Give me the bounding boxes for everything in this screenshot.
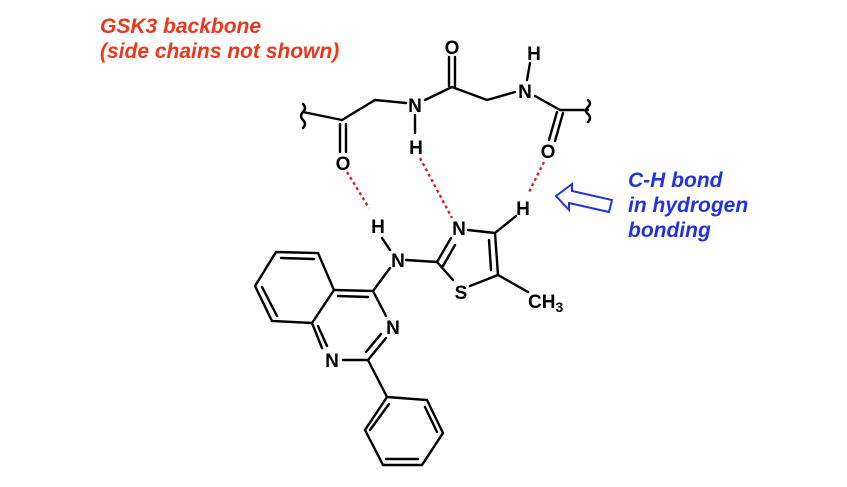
- bond: [380, 236, 392, 252]
- phenyl-ring: [363, 395, 445, 467]
- bond: [450, 85, 489, 102]
- methyl-subscript: 3: [555, 299, 563, 315]
- methyl-ch: CH: [528, 292, 555, 313]
- bond: [371, 289, 388, 318]
- wavy-bond-left: [299, 102, 307, 130]
- hydrogen-bond: [526, 161, 546, 195]
- ch-bond-label-line1: C-H bond: [628, 169, 723, 192]
- bond: [366, 336, 388, 362]
- bond: [404, 258, 439, 264]
- bond: [366, 358, 389, 399]
- bond: [279, 256, 316, 261]
- backbone-label-line2: (side chains not shown): [100, 40, 340, 63]
- bond: [435, 236, 453, 264]
- atom-o: O: [541, 142, 556, 163]
- atom-o: O: [336, 154, 351, 175]
- bond: [332, 288, 375, 293]
- atom-h: H: [527, 44, 541, 65]
- bond: [487, 238, 493, 272]
- atom-n: N: [325, 351, 339, 372]
- bond: [547, 110, 559, 142]
- bond: [533, 94, 562, 112]
- atom-n: N: [391, 251, 405, 272]
- benzo-ring: [253, 250, 336, 325]
- atom-n: N: [518, 82, 532, 103]
- bond: [423, 405, 439, 434]
- bond: [493, 214, 518, 235]
- bond: [441, 243, 457, 268]
- bond: [371, 266, 392, 293]
- bond: [553, 111, 565, 143]
- backbone-atoms: O N H O N H O: [336, 38, 556, 175]
- atom-h: H: [409, 138, 423, 159]
- bond: [496, 273, 530, 294]
- bond: [340, 98, 377, 122]
- methyl-label: CH3: [528, 292, 563, 315]
- atom-n: N: [386, 318, 400, 339]
- atom-h: H: [371, 217, 385, 238]
- atom-o: O: [445, 38, 460, 59]
- atom-s: S: [455, 283, 468, 304]
- bond: [316, 324, 329, 348]
- hydrogen-bonds: [345, 157, 546, 219]
- backbone-bonds: [299, 55, 592, 154]
- bond: [260, 285, 279, 318]
- ligand-bonds: [253, 214, 530, 467]
- ligand-atoms: H N N N N S H CH3: [325, 199, 563, 372]
- bond: [423, 85, 454, 102]
- bond: [435, 260, 455, 282]
- bond: [310, 321, 324, 350]
- bond: [301, 110, 344, 122]
- bond: [493, 231, 500, 277]
- bond: [525, 61, 532, 82]
- ch-bond-label: C-H bond in hydrogen bonding: [628, 168, 748, 243]
- bond: [485, 90, 517, 102]
- ch-bond-label-line3: bonding: [628, 219, 711, 242]
- bond: [468, 273, 500, 288]
- backbone-label-line1: GSK3 backbone: [100, 15, 262, 38]
- bond: [373, 98, 408, 105]
- arrow-left-icon: [554, 182, 614, 214]
- hydrogen-bond: [418, 157, 454, 219]
- ch-bond-label-line2: in hydrogen: [628, 194, 749, 217]
- bond: [368, 402, 391, 432]
- atom-h: H: [516, 199, 530, 220]
- atom-n: N: [408, 96, 422, 117]
- bond: [466, 228, 497, 235]
- backbone-label: GSK3 backbone (side chains not shown): [100, 14, 339, 64]
- hydrogen-bond: [345, 171, 371, 209]
- atom-n: N: [452, 219, 466, 240]
- bond: [336, 294, 370, 299]
- bond: [364, 332, 383, 354]
- wavy-bond-right: [584, 98, 592, 124]
